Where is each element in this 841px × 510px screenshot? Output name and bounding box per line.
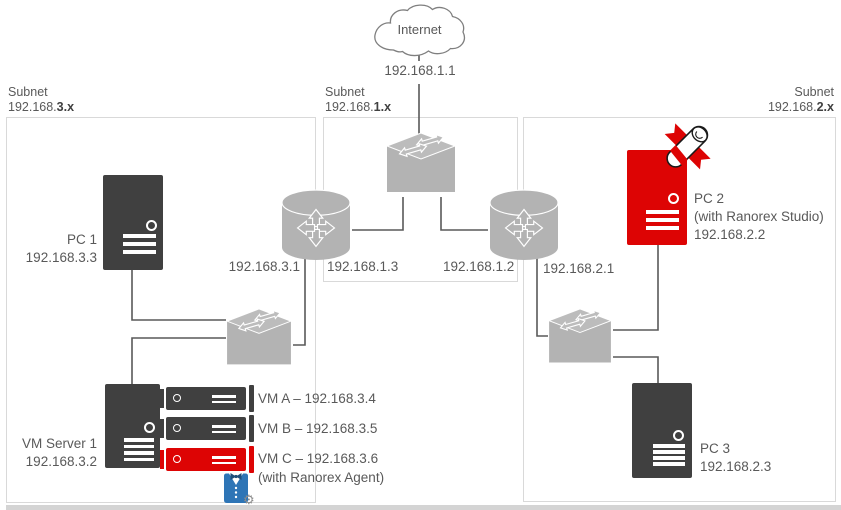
router-left-icon <box>281 189 351 260</box>
pc1-ip: 192.168.3.3 <box>25 250 97 265</box>
subnet-left-title: Subnet <box>8 85 48 99</box>
pc3-ip: 192.168.2.3 <box>700 459 772 474</box>
pc2-tower-icon <box>627 150 687 245</box>
gear-icon: ⚙ <box>243 492 255 507</box>
ranorex-agent-icon <box>224 473 248 503</box>
router-right-icon <box>489 189 559 260</box>
pc3-name: PC 3 <box>700 441 731 456</box>
internet-label: Internet <box>397 22 442 37</box>
router-right-ip-label: 192.168.2.1 <box>543 261 615 276</box>
subnet-right-range: 192.168.2.x <box>767 100 834 114</box>
vm-server-name: VM Server 1 <box>21 436 97 451</box>
subnet-label-right: Subnet 192.168.2.x <box>768 85 834 115</box>
core-switch-icon <box>385 132 457 192</box>
router-left-ip-label: 192.168.3.1 <box>228 259 300 274</box>
subnet-right-title: Subnet <box>794 85 834 99</box>
pc3-tower-icon <box>632 383 692 478</box>
vm-b-rack-icon <box>160 415 254 442</box>
internet-ip-label: 192.168.1.1 <box>384 63 456 78</box>
subnet-left-range: 192.168.3.x <box>8 100 75 114</box>
subnet-label-middle: Subnet 192.168.1.x <box>325 85 391 115</box>
pc1-tower-icon <box>103 175 163 270</box>
pc2-note: (with Ranorex Studio) <box>694 209 824 224</box>
vm-server-tower-icon <box>105 384 160 468</box>
vm-c-label: VM C – 192.168.3.6 <box>258 451 379 466</box>
vm-b-label: VM B – 192.168.3.5 <box>258 421 378 436</box>
pc2-name: PC 2 <box>694 191 725 206</box>
internet-cloud-icon <box>374 4 466 57</box>
subnet-label-left: Subnet 192.168.3.x <box>8 85 74 115</box>
pc2-ip: 192.168.2.2 <box>694 227 766 242</box>
subnet-middle-range: 192.168.1.x <box>325 100 392 114</box>
subnet-middle-title: Subnet <box>325 85 365 99</box>
vm-server-label: VM Server 1 192.168.3.2 <box>22 435 97 471</box>
pc2-label: PC 2 (with Ranorex Studio) 192.168.2.2 <box>694 190 824 244</box>
bottom-window-edge <box>6 505 841 510</box>
ranorex-x-icon <box>664 123 711 170</box>
vm-c-note: (with Ranorex Agent) <box>258 470 385 485</box>
switch-left-icon <box>225 308 293 365</box>
pc3-label: PC 3 192.168.2.3 <box>700 440 771 476</box>
vm-a-label: VM A – 192.168.3.4 <box>258 391 376 406</box>
pc1-name: PC 1 <box>66 232 97 247</box>
vm-c-rack-icon <box>160 446 254 473</box>
vm-server-ip: 192.168.3.2 <box>25 454 97 469</box>
core-switch-right-ip-label: 192.168.1.2 <box>443 259 515 274</box>
switch-right-icon <box>547 308 613 363</box>
core-switch-left-ip-label: 192.168.1.3 <box>327 259 399 274</box>
pc1-label: PC 1 192.168.3.3 <box>26 231 97 267</box>
vm-a-rack-icon <box>160 385 254 412</box>
